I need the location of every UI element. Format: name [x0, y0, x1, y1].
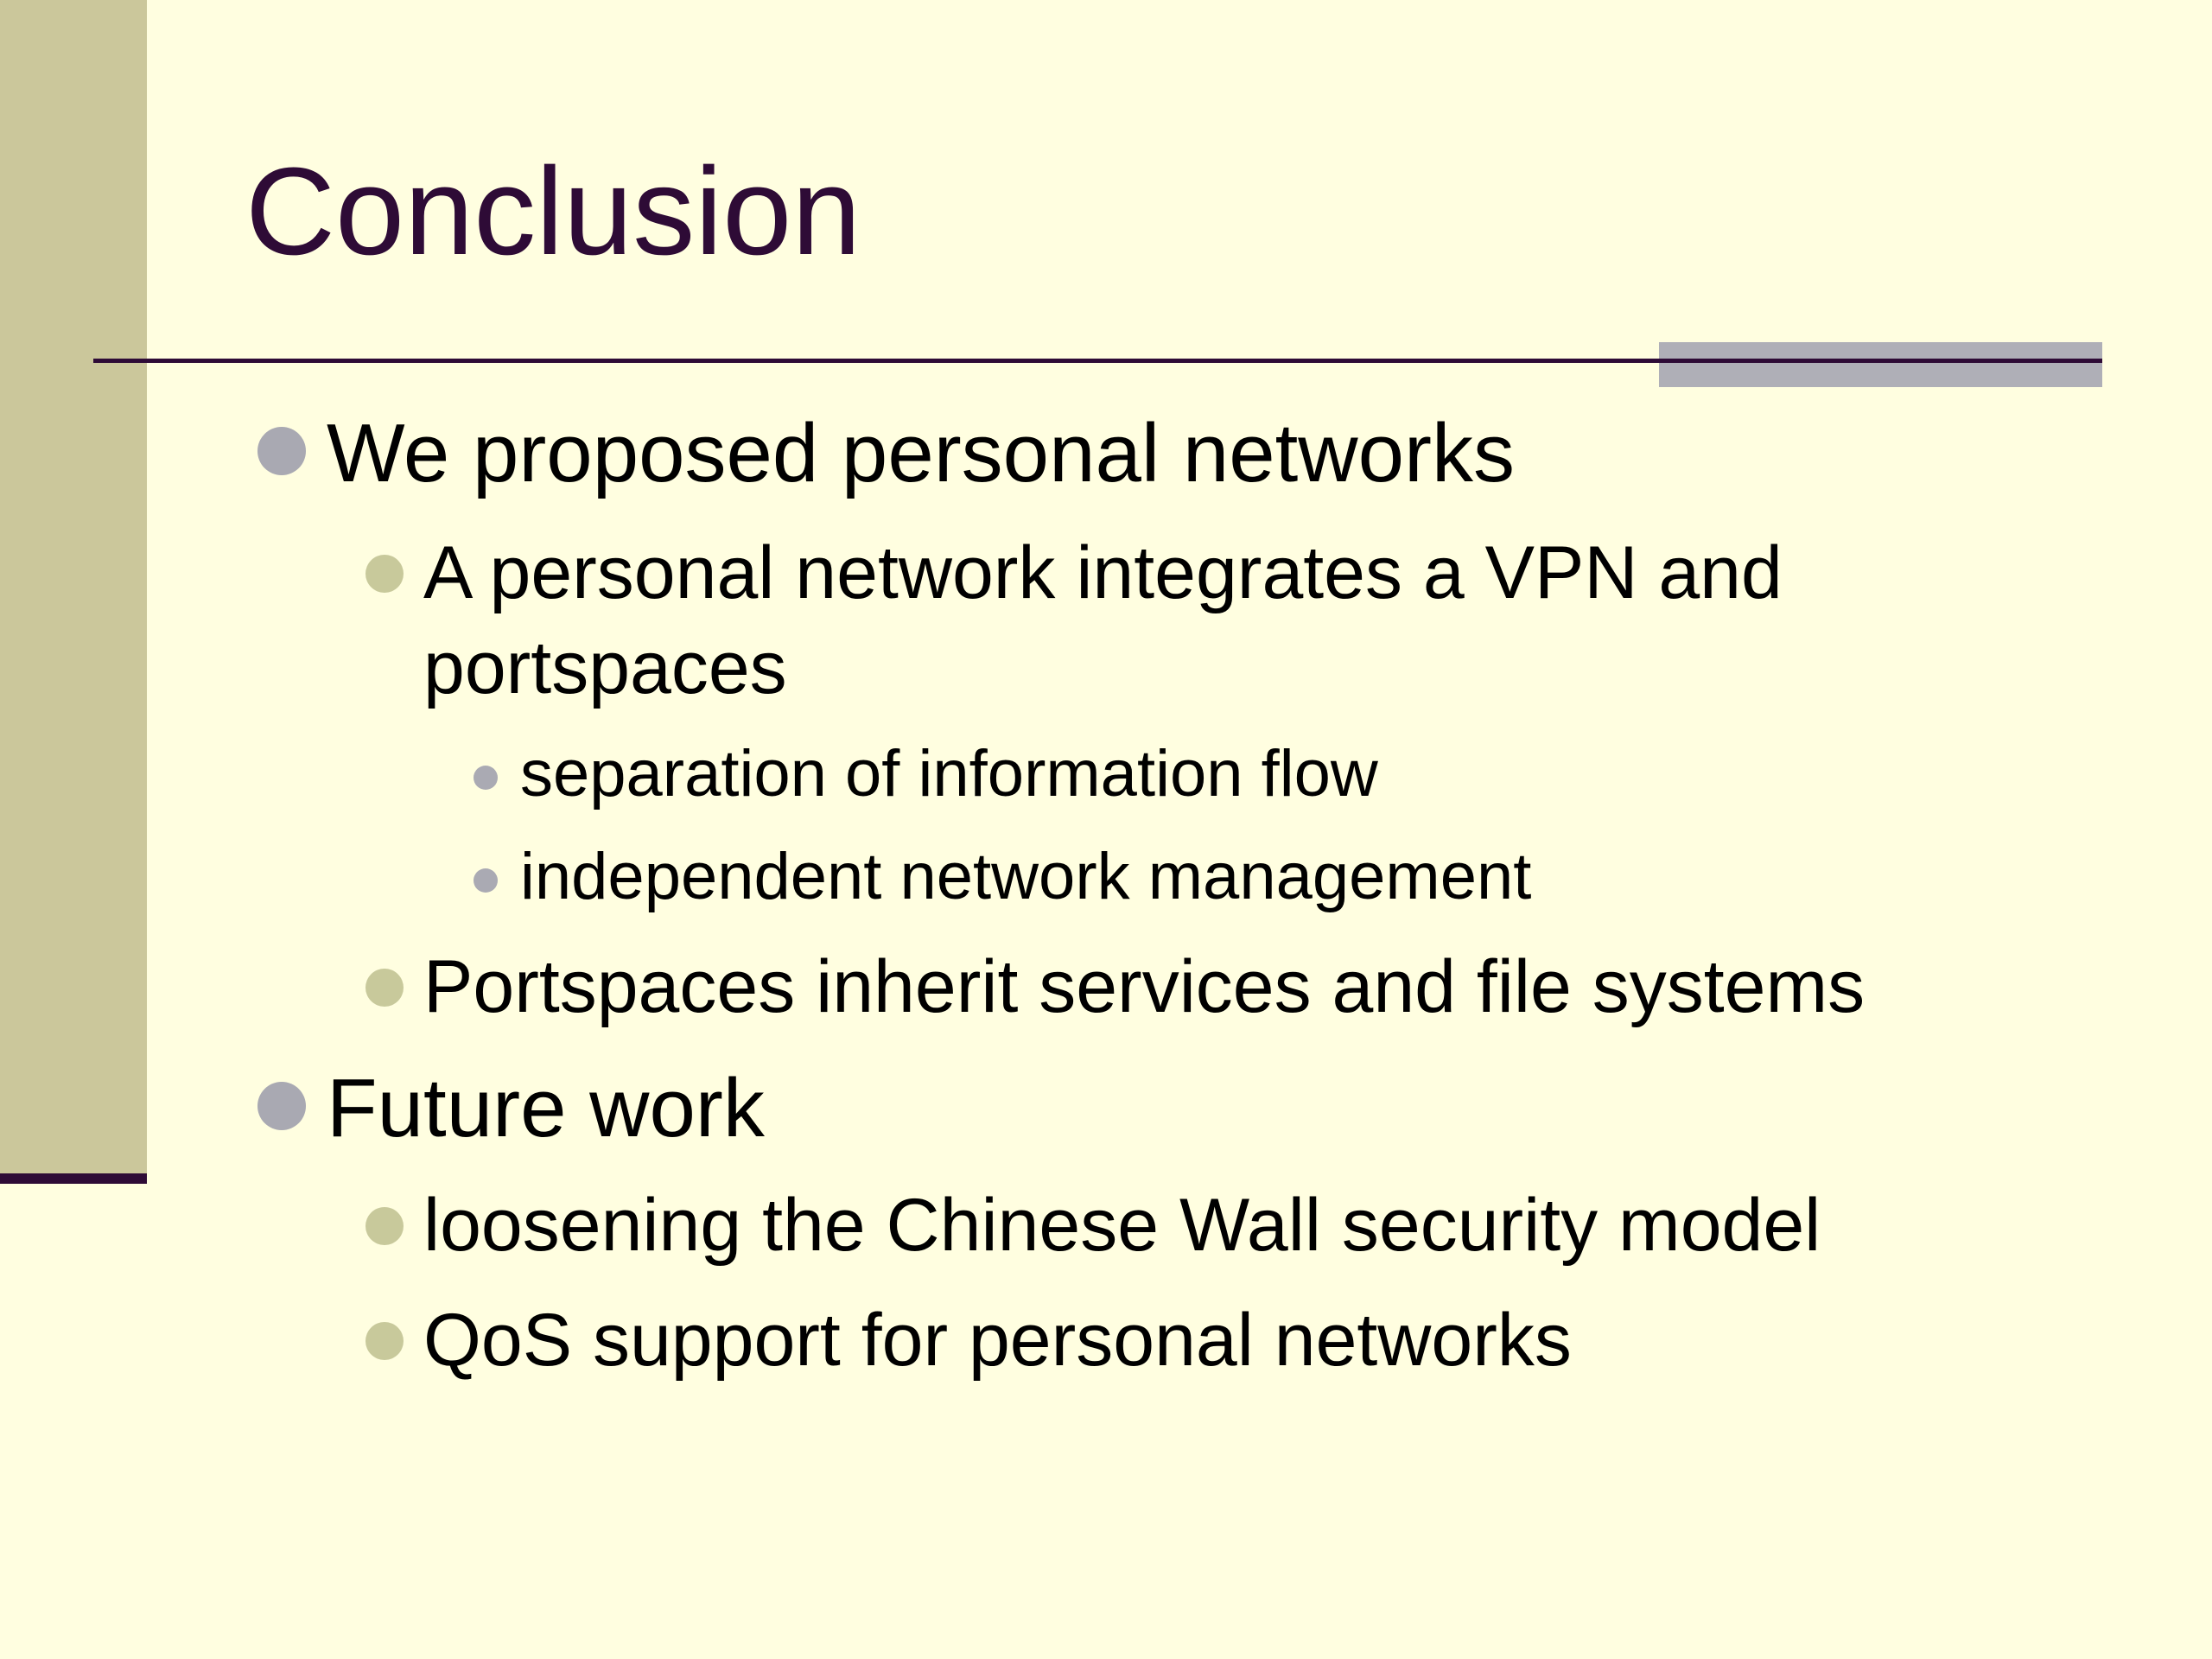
left-decorative-bar [0, 0, 147, 1173]
bullet-text: portspaces [423, 626, 787, 709]
title-rule-accent [1659, 342, 2102, 387]
bullet-dot-icon [365, 555, 404, 593]
bullet-text: A personal network integrates a VPN and [423, 531, 1783, 614]
bullet-dot-icon [257, 427, 306, 475]
bullet-text: Portspaces inherit services and file sys… [423, 945, 1866, 1028]
bullet-dot-icon [474, 766, 498, 790]
bullet-dot-icon [365, 1322, 404, 1360]
bullet-text: independent network management [520, 840, 1532, 913]
bullet-text: loosening the Chinese Wall security mode… [423, 1184, 1821, 1267]
title-rule-accent-line [1659, 359, 2102, 363]
slide-title: Conclusion [245, 142, 861, 281]
left-bar-underline [0, 1173, 147, 1184]
title-rule [93, 359, 2102, 363]
bullet-dot-icon [365, 1207, 404, 1245]
bullet-dot-icon [474, 868, 498, 893]
bullet-dot-icon [257, 1082, 306, 1130]
bullet-dot-icon [365, 969, 404, 1007]
bullet-text: We proposed personal networks [327, 407, 1515, 499]
bullet-text: separation of information flow [520, 737, 1378, 810]
bullet-text: QoS support for personal networks [423, 1299, 1572, 1382]
bullet-text: Future work [327, 1062, 765, 1154]
